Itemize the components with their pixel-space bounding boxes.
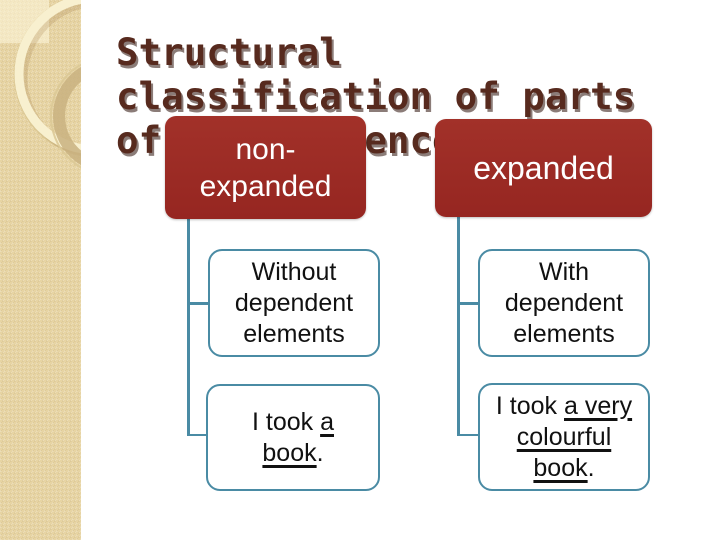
sentence-suffix: .	[316, 438, 324, 467]
root-shape-non-expanded: non- expanded	[165, 116, 366, 219]
root-label-non-expanded: non- expanded	[199, 132, 332, 203]
root-label-expanded: expanded	[473, 150, 614, 186]
connector-right-stub-1	[457, 302, 478, 305]
sentence-prefix: I took	[252, 407, 321, 436]
connector-left-vertical	[187, 219, 190, 436]
leaf-shape-without-dependent: Without dependent elements	[208, 249, 380, 357]
sentence-suffix: .	[587, 453, 595, 482]
root-shape-expanded: expanded	[435, 119, 652, 217]
example-sentence: I took a very colourful book.	[489, 391, 639, 484]
leaf-shape-example-colourful-book: I took a very colourful book.	[478, 383, 650, 491]
theme-circles-decoration	[14, 0, 81, 169]
connector-right-vertical	[457, 217, 460, 436]
sentence-prefix: I took	[495, 391, 564, 420]
theme-side-strip	[0, 0, 81, 540]
sentence-underlined-part: a very colourful book	[516, 391, 633, 482]
example-sentence: I took a book.	[236, 407, 350, 469]
connector-left-stub-2	[187, 433, 206, 436]
connector-right-stub-2	[457, 433, 478, 436]
leaf-label: With dependent elements	[504, 257, 624, 348]
leaf-shape-example-book: I took a book.	[206, 384, 380, 491]
sentence-underlined-part: a book	[262, 407, 334, 467]
leaf-shape-with-dependent: With dependent elements	[478, 249, 650, 357]
connector-left-stub-1	[187, 302, 208, 305]
leaf-label: Without dependent elements	[234, 257, 354, 348]
